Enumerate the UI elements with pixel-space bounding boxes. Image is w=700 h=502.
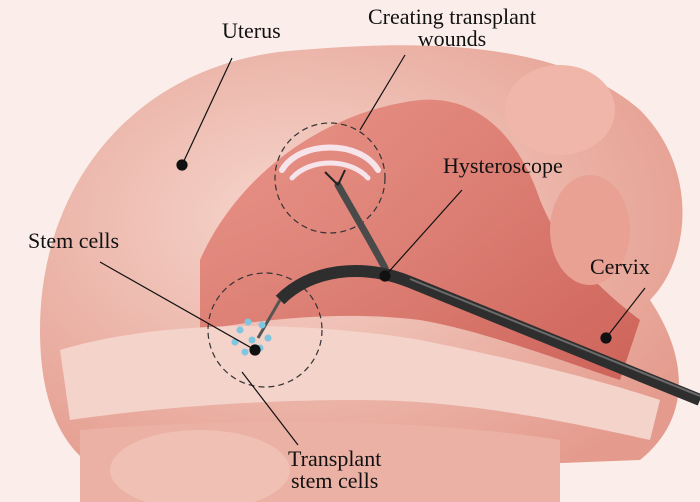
label-creating-wounds: Creating transplant wounds (368, 6, 536, 50)
label-transplant-line1: Transplant (288, 446, 382, 471)
hysteroscope-highlight (409, 278, 700, 397)
wound-area-circle (274, 122, 386, 234)
uterus-leader (181, 57, 233, 166)
cervix-dot (600, 332, 612, 344)
vaginal-canal (60, 326, 660, 440)
hysteroscope-dot (379, 270, 391, 282)
ovary-lower (550, 175, 630, 285)
wound-arc (289, 160, 371, 181)
uterus-dot (176, 159, 188, 171)
ovary (505, 65, 615, 155)
label-transplant-stem-cells: Transplant stem cells (288, 448, 381, 492)
forceps-tip (324, 169, 346, 186)
label-cervix: Cervix (590, 254, 650, 279)
stem-cell-cluster (231, 318, 272, 356)
transplant-area-circle (207, 272, 323, 388)
bladder (110, 430, 290, 502)
uterine-cavity (200, 99, 640, 380)
hysteroscope-leader (384, 189, 463, 277)
label-transplant-line2: stem cells (290, 468, 379, 493)
wound-arc (279, 144, 381, 173)
label-creating-wounds-line2: wounds (417, 26, 487, 51)
hysteroscope (275, 265, 700, 406)
label-uterus: Uterus (222, 18, 281, 43)
forceps-instrument (334, 181, 389, 272)
label-hysteroscope: Hysteroscope (443, 153, 563, 178)
label-creating-wounds-line1: Creating transplant (368, 4, 537, 29)
transplant-leader (241, 371, 299, 446)
label-stem-cells: Stem cells (28, 228, 120, 253)
stem-cells-dot (249, 344, 261, 356)
wounds-leader (359, 54, 406, 131)
cervix-leader (605, 287, 646, 339)
hysteroscope-tip (256, 299, 282, 339)
stem-cells-leader (99, 261, 256, 351)
